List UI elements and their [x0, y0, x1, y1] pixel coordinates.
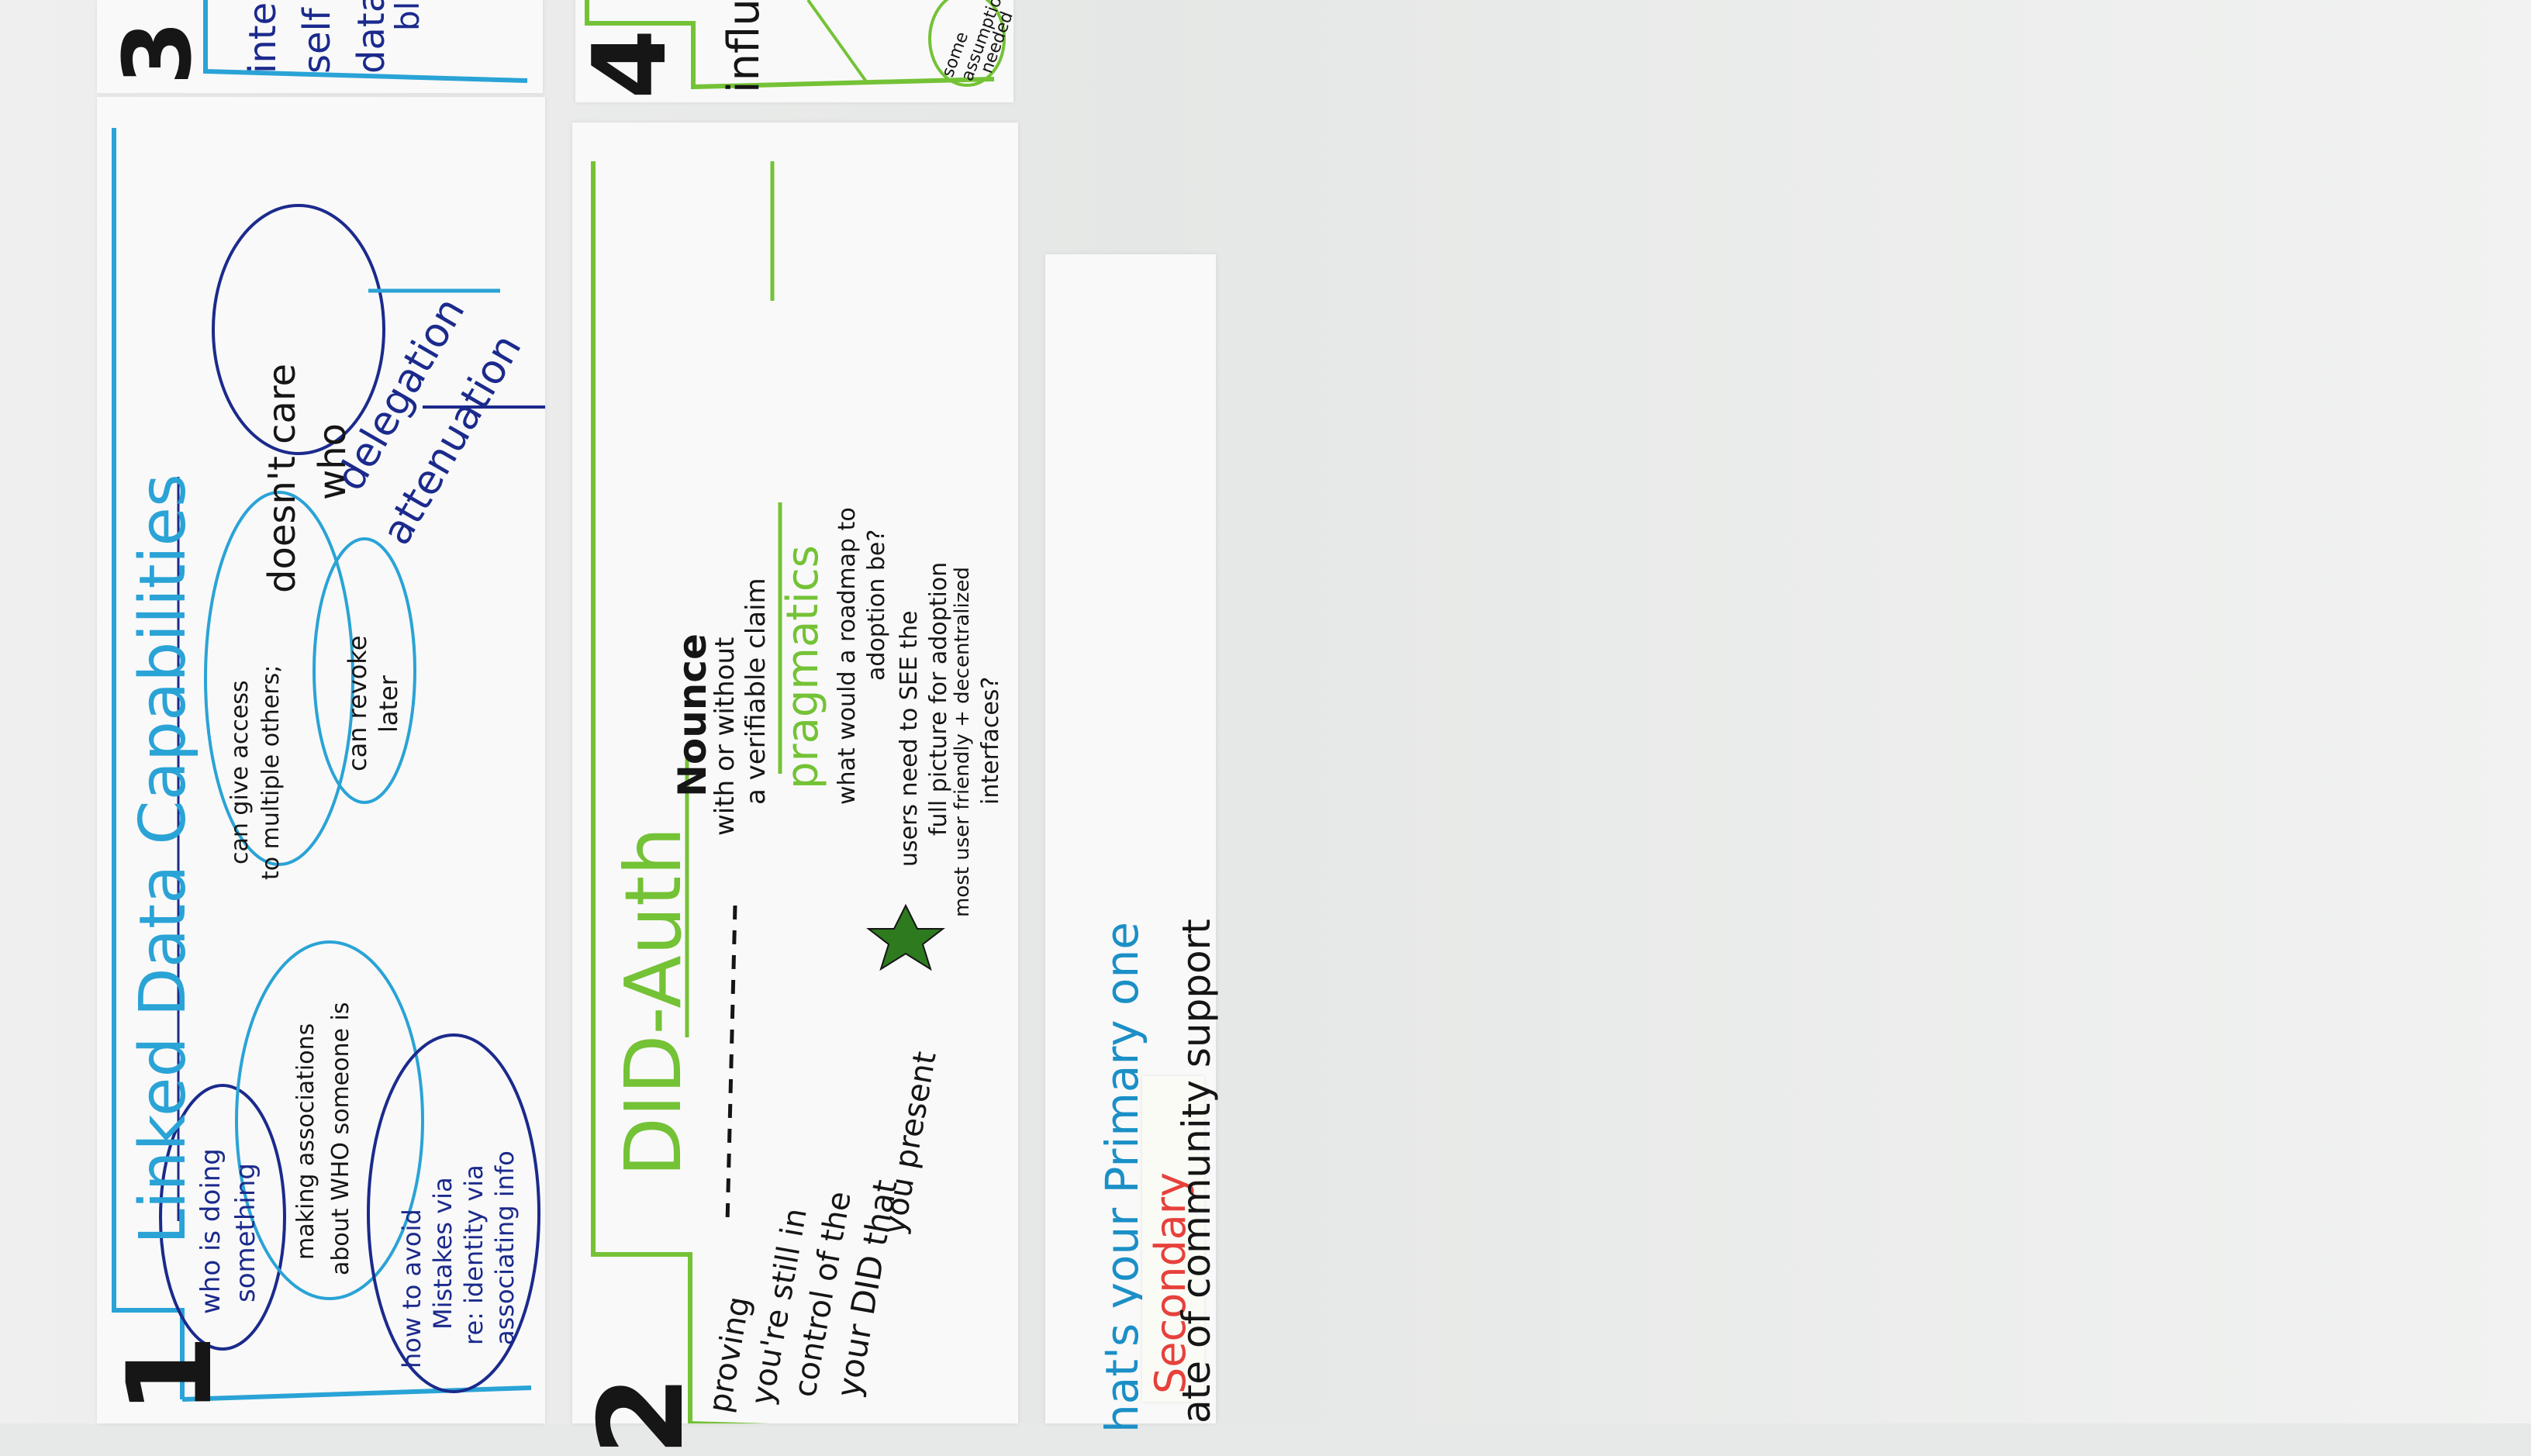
bubble-c-line-1: how to avoid — [397, 1209, 426, 1368]
bubble-c-line-3: re: identity via — [459, 1164, 489, 1345]
bubble-b-line-1: making associations — [292, 1023, 319, 1260]
question-1-line-1: what would a roadmap to — [834, 507, 861, 805]
poster-5: hat's your Primary one Secondary ate of … — [1045, 254, 1219, 1433]
poster-3-bullet-4: blo — [388, 0, 426, 31]
poster-2-frame — [591, 161, 945, 1423]
poster-2: 2 DID-Auth proving you're still in contr… — [572, 122, 1018, 1456]
poster-1-number: 1 — [103, 1334, 238, 1415]
bubble-a-line-1: who is doing — [195, 1148, 226, 1314]
poster-5-line-1: hat's your Primary one — [1096, 922, 1148, 1433]
question-1-line-2: adoption be? — [863, 529, 890, 681]
nounce-label: Nounce — [670, 633, 715, 797]
question-3-line-1: most user friendly + decentralized — [951, 567, 974, 917]
bubble-f-line-1: doesn't care — [261, 363, 304, 593]
question-2-line-1: users need to SEE the — [896, 610, 923, 867]
secondary-label-tape — [1142, 1076, 1204, 1402]
poster-3: 3 interc self r data blo — [97, 0, 543, 93]
question-2-line-2: full picture for adoption — [925, 561, 952, 836]
poster-4: 4 influ some assumptions needed — [571, 0, 1017, 102]
nounce-sub-line-1: with or without — [710, 637, 741, 836]
poster-4-frame — [585, 0, 1006, 90]
bubble-d-line-2: to multiple others; — [257, 664, 285, 880]
bubble-c-line-4: associating info — [490, 1151, 520, 1345]
poster-2-title: DID-Auth — [608, 826, 699, 1177]
poster-3-bullet-3: data — [350, 0, 393, 74]
bubble-c-line-2: Mistakes via — [428, 1177, 458, 1330]
poster-3-frame — [203, 0, 528, 83]
bubble-a-line-2: something — [230, 1162, 261, 1302]
poster-2-number: 2 — [575, 1375, 710, 1456]
bubble-e-line-1: can revoke — [343, 635, 372, 771]
poster-5-line-3: ate of community support — [1174, 919, 1219, 1423]
poster-1: 1 Linked Data Capabilities who is doing … — [97, 97, 545, 1423]
poster-4-number: 4 — [571, 29, 689, 99]
poster-3-bullet-2: self r — [295, 0, 339, 74]
nounce-sub-line-2: a verifiable claim — [741, 578, 772, 805]
poster-4-text: influ — [719, 0, 769, 93]
poster-1-frame — [112, 128, 545, 1402]
bubble-d-line-1: can give access — [226, 680, 254, 864]
bubble-b-line-2: about WHO someone is — [327, 1002, 354, 1275]
poster-3-bullet-1: interc — [241, 0, 285, 74]
pragmatics-label: pragmatics — [778, 545, 828, 789]
poster-1-title: Linked Data Capabilities — [126, 474, 200, 1244]
question-3-line-2: interfaces? — [977, 676, 1004, 805]
poster-3-number: 3 — [105, 20, 212, 86]
bubble-e-line-2: later — [374, 675, 403, 733]
